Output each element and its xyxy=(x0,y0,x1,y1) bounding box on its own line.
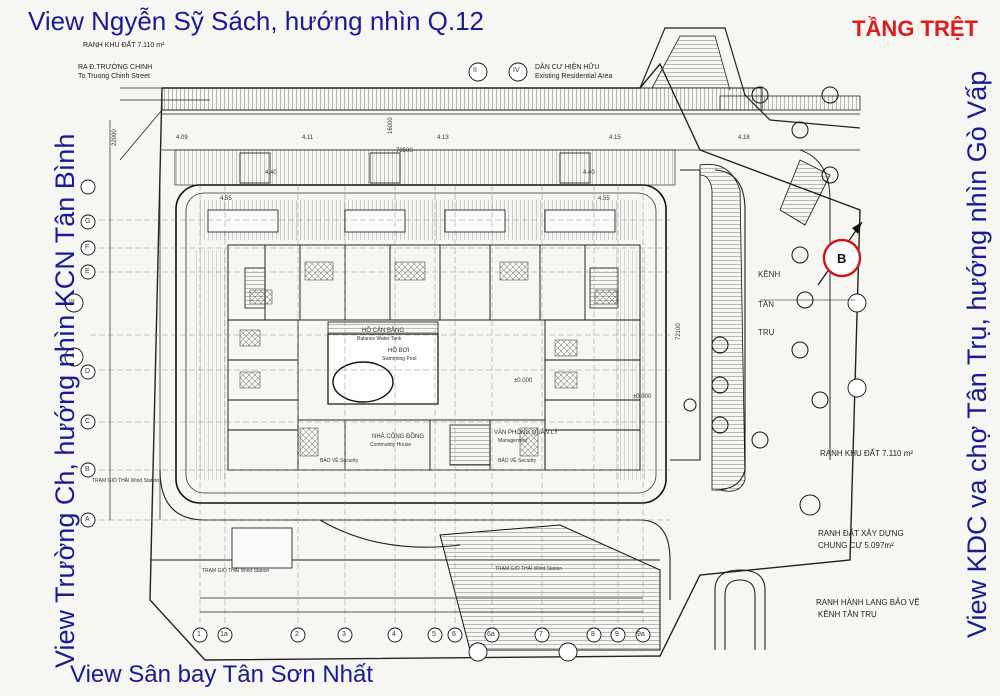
site-boundary xyxy=(149,62,861,661)
building-podium xyxy=(175,184,667,504)
grid-left-d: D xyxy=(85,368,91,375)
corridor-line-note: RANH HÀNH LANG BẢO VỆ xyxy=(816,598,920,607)
grid-bubbles-bottom xyxy=(192,627,651,643)
podium-edges xyxy=(195,200,645,480)
grid-bottom-6a: 6a xyxy=(487,631,495,638)
elev-mid-2: 4.40 xyxy=(583,170,595,176)
grid-bottom-1a: 1a xyxy=(220,631,228,638)
grid-bottom-4: 4 xyxy=(392,631,396,638)
boundary-top-note: RANH KHU ĐẤT 7.110 m² xyxy=(83,42,165,49)
view-bottom-label: View Sân bay Tân Sơn Nhất xyxy=(70,661,374,688)
bottom-right-loop xyxy=(714,569,766,650)
wind-station-2: TRẠM GIÓ THẢI Wind Station xyxy=(202,568,270,574)
residents-en-note: Existing Residential Area xyxy=(535,73,613,80)
security-1: BẢO VỆ Security xyxy=(320,458,359,464)
boundary-right-note: RANH KHU ĐẤT 7.110 m² xyxy=(820,449,914,458)
grid-bottom-1: 1 xyxy=(197,631,201,638)
canal-vertical-3: TRỤ xyxy=(758,328,775,337)
community-en: Community House xyxy=(370,442,412,448)
elev-mid-3: 4.55 xyxy=(220,196,232,202)
office-en: Management xyxy=(498,438,528,444)
section-b-label: B xyxy=(837,251,847,266)
section-i: I xyxy=(72,353,74,360)
canal-vertical-2: TÂN xyxy=(758,300,774,309)
dim-78500: 78500 xyxy=(396,148,413,154)
level-right: ±0.000 xyxy=(633,394,652,400)
section-iii-left: III xyxy=(69,299,75,306)
build-line-note: RANH ĐẤT XÂY DỰNG xyxy=(818,529,904,538)
grid-left-b: B xyxy=(85,466,90,473)
grid-left-c: C xyxy=(85,418,91,425)
dim-72100: 72100 xyxy=(676,323,682,340)
top-parking xyxy=(174,149,676,186)
pool-tank-en: Balance Water Tank xyxy=(357,336,402,342)
wind-station-1: TRẠM GIÓ THẢI Wind Station xyxy=(92,478,160,484)
office-vi: VĂN PHÒNG QUẢN LÝ xyxy=(494,430,559,436)
grid-bottom-7: 7 xyxy=(539,631,543,638)
grid-bottom-5: 5 xyxy=(432,631,436,638)
residents-vi-note: DÂN CƯ HIỆN HỮU xyxy=(535,64,600,71)
grid-bottom-2: 2 xyxy=(295,631,299,638)
grid-left-e: E xyxy=(85,268,90,275)
section-markers xyxy=(64,62,867,662)
grid-bubbles-left xyxy=(80,179,96,528)
street-vi-note: RA Đ.TRƯỜNG CHINH xyxy=(78,64,153,71)
elev-top-5: 4.18 xyxy=(738,135,750,141)
basement-ramp xyxy=(231,524,661,651)
apartment-area-note: CHUNG CƯ 5.097m² xyxy=(818,541,894,550)
view-left-label: View Trường Ch, hướng nhìn KCN Tân Bình xyxy=(50,133,80,668)
top-road xyxy=(161,27,861,151)
trees xyxy=(683,86,839,516)
canal-name-note: KÊNH TÂN TRỤ xyxy=(818,610,877,619)
elev-top-4: 4.15 xyxy=(609,135,621,141)
community-vi: NHÀ CỘNG ĐỒNG xyxy=(372,434,425,440)
grid-bottom-6: 6 xyxy=(452,631,456,638)
elev-mid-1: 4.40 xyxy=(265,170,277,176)
section-b-marker xyxy=(760,221,863,301)
elev-top-3: 4.13 xyxy=(437,135,449,141)
elev-mid-4: 4.55 xyxy=(598,196,610,202)
view-right-label: View KDC va chợ Tân Trụ, hướng nhìn Gò V… xyxy=(962,70,992,638)
grid-left-f: F xyxy=(85,244,90,251)
pool-en: Swimming Pool xyxy=(382,356,417,362)
section-iv: IV xyxy=(513,67,520,74)
security-2: BẢO VỆ Security xyxy=(498,458,537,464)
canal-road xyxy=(699,149,831,492)
stairs xyxy=(244,267,619,466)
pool-tank-vi: HỒ CÂN BẰNG xyxy=(362,328,405,334)
level-pool: ±0.000 xyxy=(514,378,533,384)
floor-title: TẦNG TRỆT xyxy=(852,16,978,41)
bottom-dimensions xyxy=(109,120,643,613)
section-ii: II xyxy=(473,67,477,74)
dim-22000: 22000 xyxy=(112,129,118,146)
grid-bottom-3: 3 xyxy=(342,631,346,638)
pool-court xyxy=(327,321,439,405)
grid-bottom-9a: 9a xyxy=(637,631,645,638)
elev-top-1: 4.09 xyxy=(176,135,188,141)
dim-16000: 16000 xyxy=(388,117,394,134)
street-en-note: To Truong Chinh Street xyxy=(78,73,150,80)
elev-top-2: 4.11 xyxy=(302,135,314,141)
grid-left-g: G xyxy=(85,218,91,225)
road-edge-lines xyxy=(119,87,210,161)
grid-bottom-9: 9 xyxy=(615,631,619,638)
view-top-label: View Ngyễn Sỹ Sách, hướng nhìn Q.12 xyxy=(28,6,485,36)
grid-left-a: A xyxy=(85,516,90,523)
wind-station-3: TRẠM GIÓ THẢI Wind Station xyxy=(495,566,563,572)
canal-vertical-1: KÊNH xyxy=(758,270,781,279)
pool-vi: HỒ BƠI xyxy=(388,348,410,354)
grid-lines xyxy=(90,185,670,625)
grid-bottom-8: 8 xyxy=(591,631,595,638)
